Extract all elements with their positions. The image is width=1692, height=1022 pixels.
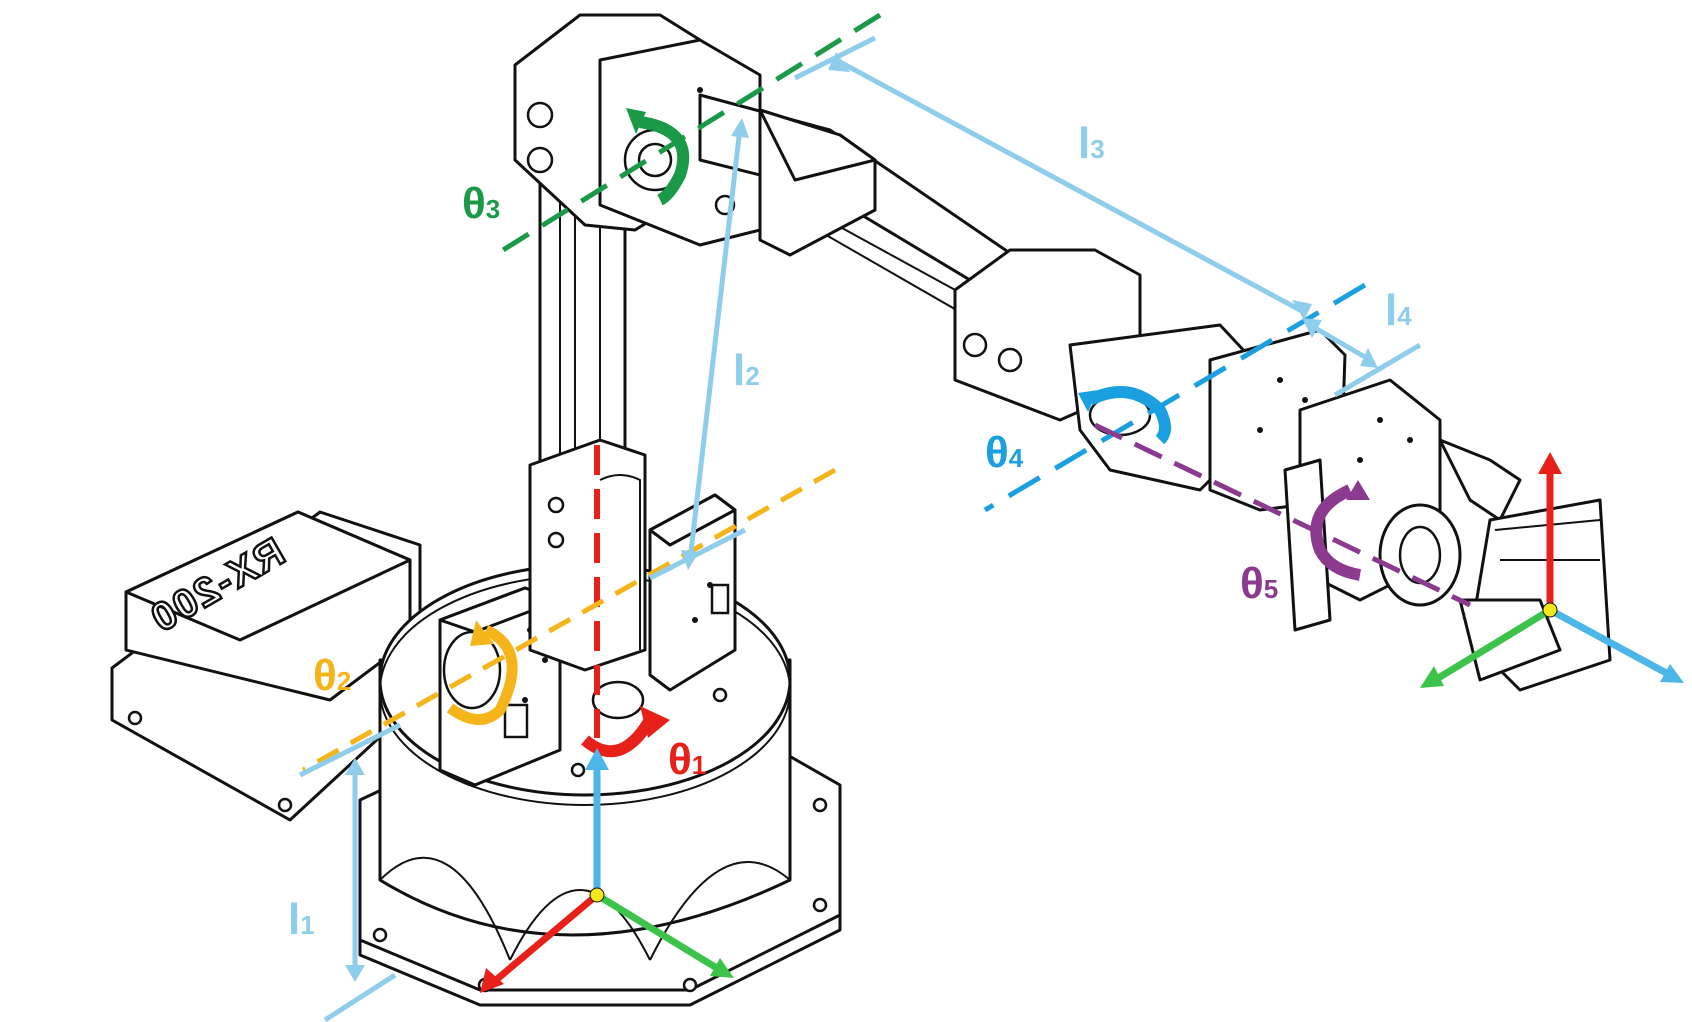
end-effector-frame bbox=[1420, 452, 1684, 688]
gripper bbox=[1378, 498, 1612, 692]
theta2-label: θ2 bbox=[313, 651, 351, 700]
joint2-axis bbox=[301, 467, 837, 773]
link-l1-dimension bbox=[298, 722, 402, 1022]
joint3-axis bbox=[493, 12, 882, 258]
l1-label: l1 bbox=[288, 895, 315, 944]
theta5-rotation-arrow bbox=[1310, 480, 1370, 581]
theta5-label: θ5 bbox=[1240, 559, 1278, 608]
forearm-link bbox=[698, 93, 1022, 336]
theta1-label: θ1 bbox=[668, 735, 706, 784]
l2-label: l2 bbox=[733, 346, 760, 395]
link-l3-dimension bbox=[793, 35, 1312, 320]
joint5-axis bbox=[1093, 422, 1472, 608]
theta4-label: θ4 bbox=[985, 428, 1024, 477]
l3-label: l3 bbox=[1078, 119, 1105, 168]
upper-arm-link bbox=[528, 148, 647, 672]
link-l4-dimension bbox=[1302, 318, 1422, 398]
joint4-axis bbox=[983, 282, 1367, 513]
theta4-rotation-arrow bbox=[1078, 386, 1171, 445]
control-box: RX-200 bbox=[110, 510, 422, 822]
theta1-rotation-arrow bbox=[581, 706, 670, 758]
theta2-rotation-arrow bbox=[446, 620, 518, 725]
theta3-rotation-arrow bbox=[626, 108, 690, 206]
theta3-label: θ3 bbox=[462, 179, 500, 228]
base-frame bbox=[480, 748, 734, 993]
link-l2-dimension bbox=[648, 118, 749, 581]
l4-label: l4 bbox=[1385, 286, 1412, 335]
